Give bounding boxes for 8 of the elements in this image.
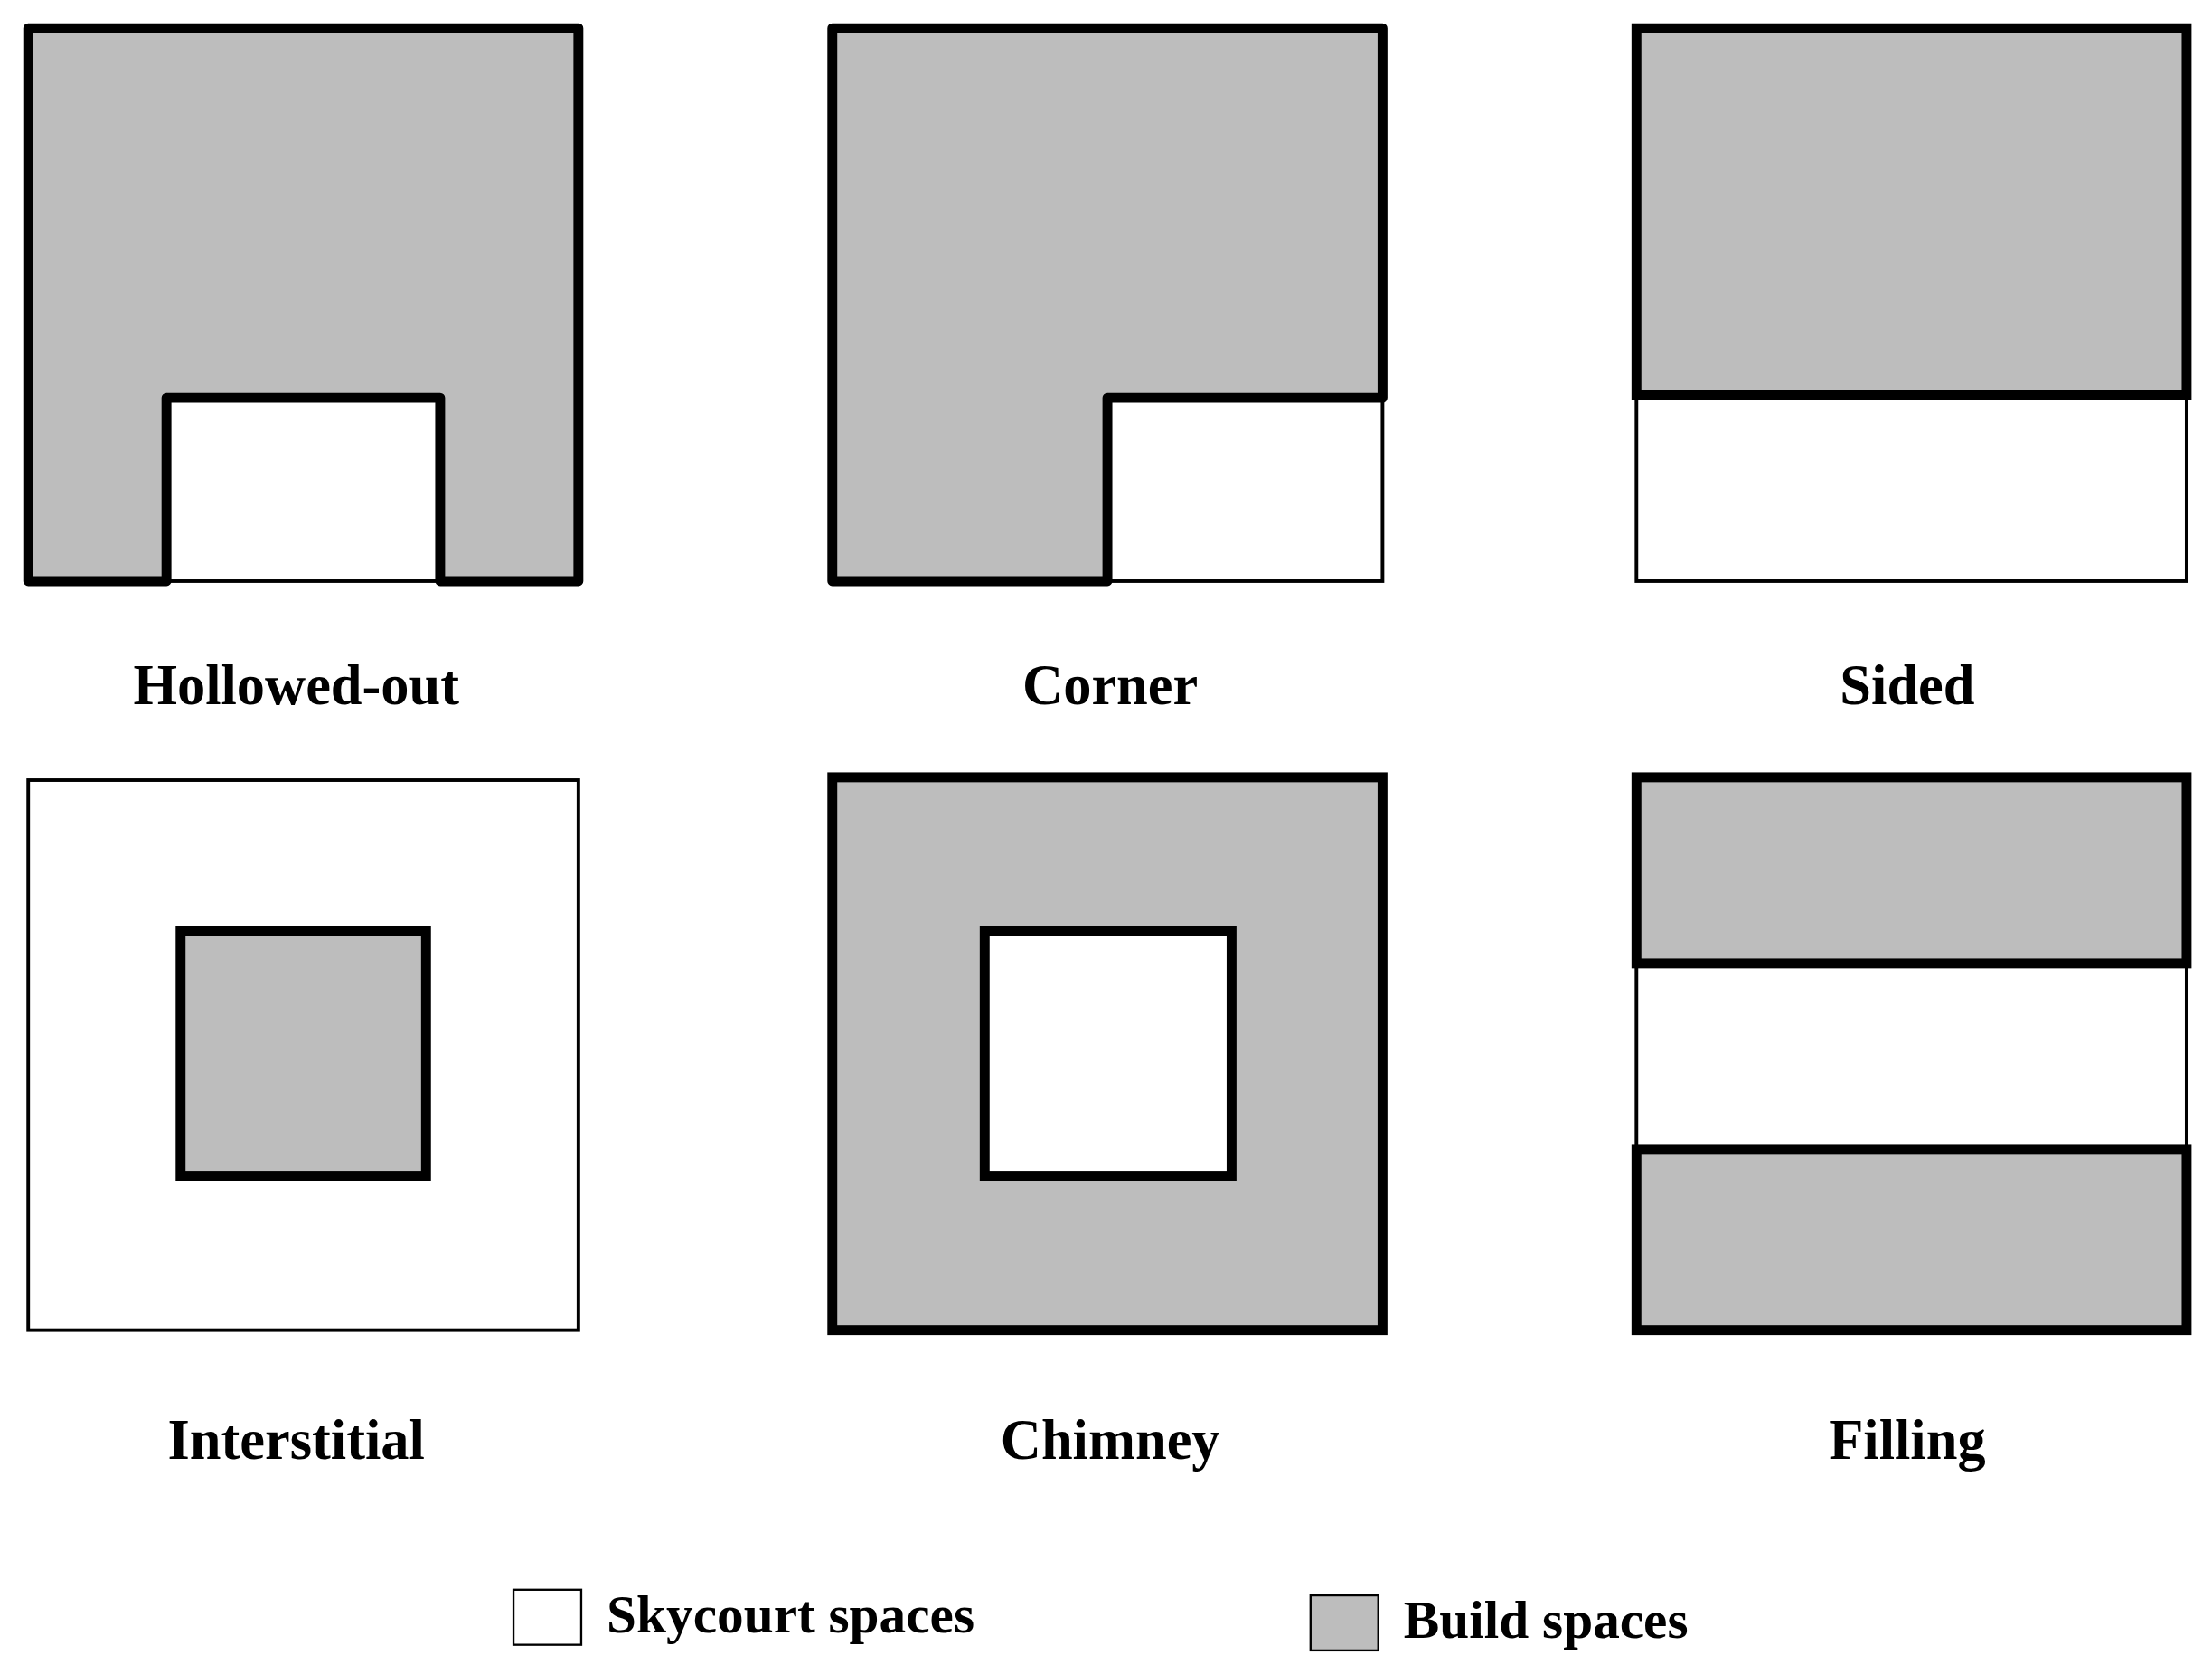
panel-caption: Chimney (1000, 1406, 1220, 1473)
panel-caption: Corner (1022, 652, 1199, 719)
panel-caption: Interstitial (167, 1406, 425, 1473)
legend-label: Build spaces (1403, 1588, 1689, 1650)
panel-caption: Hollowed-out (133, 652, 460, 719)
panel-caption: Sided (1840, 652, 1975, 719)
panel-caption: Filling (1829, 1406, 1986, 1473)
legend-label: Skycourt spaces (607, 1583, 974, 1645)
